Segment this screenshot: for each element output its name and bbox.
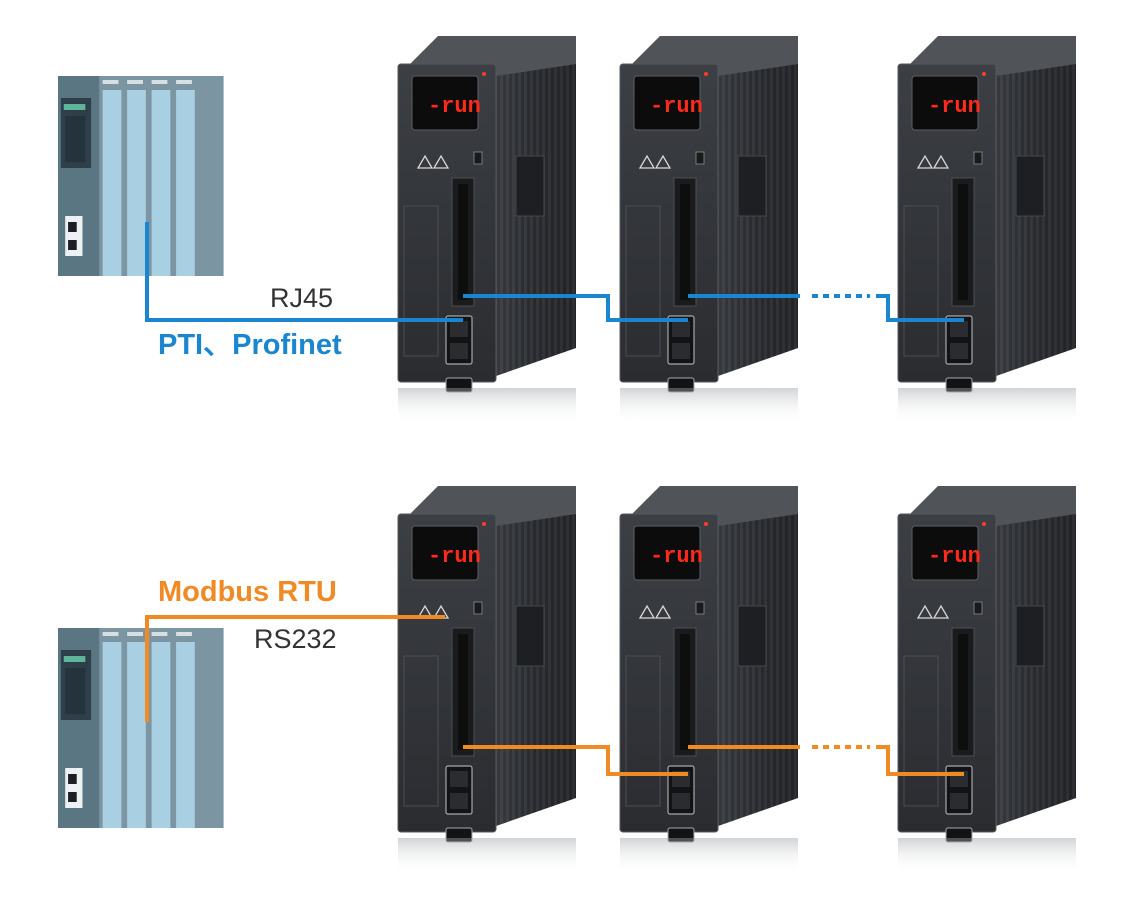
drive-display-text: -run <box>650 94 703 119</box>
drive-bottom-1 <box>397 485 577 875</box>
drive-display-text: -run <box>650 544 703 569</box>
drive-display-text: -run <box>428 94 481 119</box>
modbus-link <box>145 615 964 776</box>
rj45-label: RJ45 <box>270 283 334 313</box>
drive-top-2 <box>619 35 799 425</box>
profinet-link <box>145 222 964 322</box>
plc-top <box>58 76 224 276</box>
drive-display-text: -run <box>928 544 981 569</box>
drive-top-3 <box>897 35 1077 425</box>
modbus-rtu-label: Modbus RTU <box>158 576 337 608</box>
drive-bottom-3 <box>897 485 1077 875</box>
plc-bottom <box>58 628 224 828</box>
drive-display-text: -run <box>928 94 981 119</box>
drive-bottom-2 <box>619 485 799 875</box>
drive-top-1 <box>397 35 577 425</box>
rs232-label: RS232 <box>254 624 337 654</box>
pti-profinet-label: PTI、Profinet <box>158 329 342 361</box>
drive-display-text: -run <box>428 544 481 569</box>
